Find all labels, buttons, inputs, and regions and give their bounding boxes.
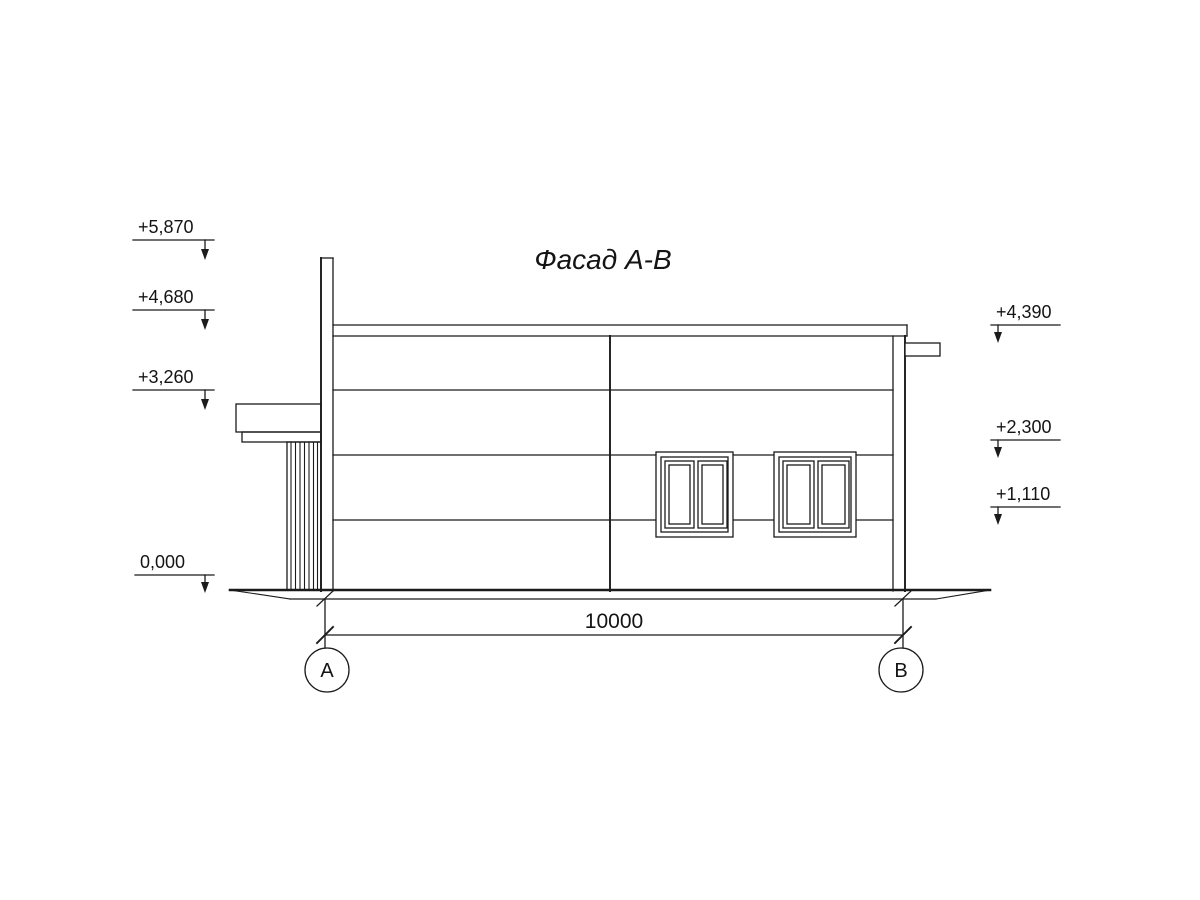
building-outline: [320, 257, 941, 592]
ground-line: [228, 588, 992, 607]
elevation-label: +4,680: [138, 287, 194, 307]
window-inner-frame: [778, 456, 852, 533]
window-outer-frame: [773, 451, 857, 538]
dimension-line: 10000: [315, 599, 913, 649]
tick-mark: [316, 590, 334, 607]
axis-marker-b: В: [878, 647, 924, 693]
window-pane: [817, 460, 850, 529]
down-arrow-icon: [201, 399, 209, 410]
axis-marker-a: А: [304, 647, 350, 693]
down-arrow-icon: [201, 249, 209, 260]
elevation-mark-sill-right: +1,110: [990, 484, 1061, 525]
dimension-tick-left: [315, 625, 335, 645]
dimension-value: 10000: [585, 610, 643, 633]
down-arrow-icon: [201, 582, 209, 593]
down-arrow-icon: [994, 332, 1002, 343]
down-arrow-icon: [994, 514, 1002, 525]
elevation-label: +4,390: [996, 302, 1052, 322]
elevation-mark-roof-right: +4,390: [990, 302, 1061, 343]
ground-slope-left: [229, 589, 291, 600]
elevation-mark-window-right: +2,300: [990, 417, 1061, 458]
axis-label: А: [320, 660, 334, 682]
down-arrow-icon: [201, 319, 209, 330]
elevation-mark-ground-left: 0,000: [134, 552, 215, 593]
window-pane: [697, 460, 728, 529]
window-pane-glass: [668, 464, 691, 525]
window-pane: [782, 460, 815, 529]
ground-slope-right: [935, 589, 991, 600]
window-pane-glass: [701, 464, 724, 525]
elevation-label: +5,870: [138, 217, 194, 237]
entrance-canopy: [235, 403, 322, 591]
axis-label: В: [894, 660, 907, 682]
canopy-fascia: [241, 431, 322, 443]
elevation-label: +2,300: [996, 417, 1052, 437]
window-pane-glass: [821, 464, 846, 525]
dimension-tick-right: [893, 625, 913, 645]
elevation-label: 0,000: [140, 552, 185, 572]
window-inner-frame: [660, 456, 729, 533]
down-arrow-icon: [994, 447, 1002, 458]
window-pane: [664, 460, 695, 529]
drawing-title: Фасад А-В: [534, 244, 671, 275]
window-left: [655, 451, 734, 538]
elevation-label: +1,110: [996, 484, 1050, 504]
window-right: [773, 451, 857, 538]
canopy-slab: [235, 403, 322, 433]
elevation-mark-top-left: +5,870: [132, 217, 215, 260]
axis-circle: [878, 647, 924, 693]
elevation-mark-roof-left: +4,680: [132, 287, 215, 330]
elevation-mark-canopy-left: +3,260: [132, 367, 215, 410]
axis-circle: [304, 647, 350, 693]
column-slats: [290, 441, 319, 591]
roof-drain-protrusion: [904, 342, 941, 357]
tick-mark: [894, 590, 912, 607]
window-pane-glass: [786, 464, 811, 525]
elevation-label: +3,260: [138, 367, 194, 387]
